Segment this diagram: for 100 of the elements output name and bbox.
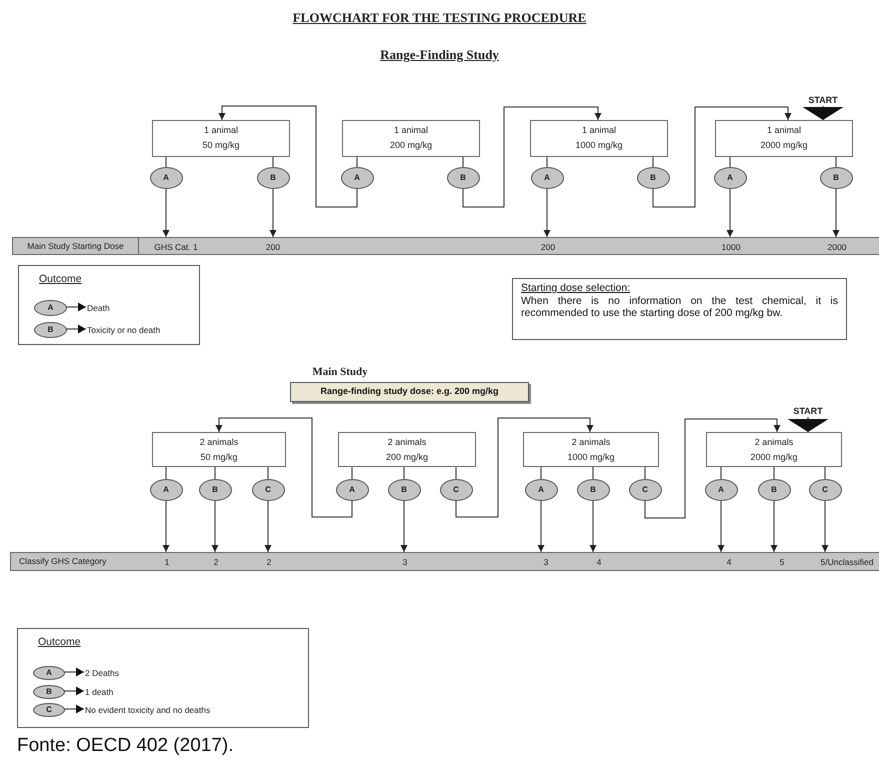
arrow bbox=[216, 418, 352, 518]
box-text: 2 animals bbox=[754, 437, 794, 448]
connector-line bbox=[214, 466, 216, 480]
arrow bbox=[64, 668, 84, 676]
outcome-text: No evident toxicity and no deaths bbox=[85, 703, 285, 717]
legend-box bbox=[18, 265, 200, 345]
outcome-oval: C bbox=[252, 479, 284, 501]
outcome-oval: B bbox=[34, 322, 67, 338]
outcome-oval: A bbox=[530, 167, 564, 189]
arrow bbox=[590, 500, 596, 552]
arrow bbox=[162, 500, 170, 552]
bar-value: 2 bbox=[257, 553, 281, 572]
section-heading: Main Study bbox=[311, 365, 369, 380]
arrow bbox=[64, 704, 84, 714]
box-text: 2000 mg/kg bbox=[760, 140, 808, 151]
outcome-oval: B bbox=[33, 685, 65, 699]
outcome-text: Death bbox=[87, 300, 187, 316]
outcome-oval: C bbox=[440, 479, 472, 501]
box-text: 2 animals bbox=[388, 437, 426, 448]
connector-line bbox=[592, 466, 594, 480]
bar-value: 4 bbox=[584, 553, 614, 572]
box-text: 200 mg/kg bbox=[386, 452, 428, 463]
outcome-oval: B bbox=[820, 167, 852, 189]
outcome-oval: C bbox=[808, 479, 842, 501]
process-box bbox=[342, 120, 480, 157]
bar-value: 200 bbox=[528, 238, 568, 256]
outcome-text: 1 death bbox=[85, 685, 285, 699]
process-box bbox=[706, 432, 842, 467]
process-box bbox=[152, 120, 290, 157]
connector-line bbox=[540, 466, 542, 480]
box-text: 1 animal bbox=[766, 125, 802, 136]
legend-box bbox=[17, 628, 309, 728]
bar-value: 2 bbox=[204, 553, 228, 572]
start-arrow bbox=[802, 106, 844, 120]
arrow bbox=[462, 106, 602, 208]
box-text: 50 mg/kg bbox=[202, 140, 240, 151]
outcome-text: 2 Deaths bbox=[85, 666, 285, 680]
arrow bbox=[66, 302, 86, 312]
process-box bbox=[338, 432, 476, 467]
arrow bbox=[66, 324, 86, 334]
note-heading: Starting dose selection: bbox=[521, 282, 632, 294]
arrow bbox=[544, 188, 550, 238]
connector-line bbox=[720, 466, 722, 480]
legend-heading: Outcome bbox=[38, 635, 81, 650]
note-box bbox=[512, 278, 847, 340]
outcome-oval: A bbox=[714, 167, 746, 189]
note-text: When there is no information on the test chemical, it is recommended to use the starting dose of 200 mg/kg bw. bbox=[521, 294, 838, 320]
outcome-oval: B bbox=[198, 479, 232, 501]
bar-value: 2000 bbox=[817, 238, 857, 256]
outcome-oval: A bbox=[524, 479, 558, 501]
connector-line bbox=[356, 156, 358, 168]
outcome-oval: B bbox=[758, 479, 790, 501]
process-box bbox=[715, 120, 853, 157]
outcome-oval: B bbox=[576, 479, 610, 501]
row-header: Classify GHS Category bbox=[18, 555, 108, 568]
dose-box: Range-finding study dose: e.g. 200 mg/kg bbox=[290, 382, 529, 402]
connector-line bbox=[272, 156, 274, 168]
arrow bbox=[822, 500, 828, 552]
connector-line bbox=[462, 156, 464, 168]
outcome-oval: A bbox=[340, 167, 374, 189]
outcome-oval: A bbox=[336, 479, 368, 501]
arrow bbox=[770, 500, 778, 552]
arrow bbox=[832, 188, 840, 238]
arrow bbox=[264, 500, 272, 552]
arrow bbox=[538, 500, 544, 552]
outcome-text: Toxicity or no death bbox=[87, 322, 197, 338]
box-text: 1 animal bbox=[204, 125, 238, 136]
start-label: START bbox=[787, 405, 829, 417]
connector-line bbox=[824, 466, 826, 480]
start-arrow bbox=[788, 416, 828, 432]
result-bar bbox=[12, 237, 879, 255]
box-text: 2 animals bbox=[200, 437, 238, 448]
arrow bbox=[718, 500, 724, 552]
start-label: START bbox=[802, 94, 844, 106]
outcome-oval: A bbox=[33, 666, 65, 680]
row-header: Main Study Starting Dose bbox=[13, 238, 139, 254]
outcome-oval: A bbox=[34, 300, 67, 316]
box-text: 1000 mg/kg bbox=[575, 140, 623, 151]
diagram-title: FLOWCHART FOR THE TESTING PROCEDURE bbox=[292, 9, 588, 27]
legend-heading: Outcome bbox=[39, 272, 82, 287]
process-box bbox=[523, 432, 659, 467]
arrow bbox=[270, 188, 276, 238]
box-text: 1 animal bbox=[394, 125, 428, 136]
bar-value: 5 bbox=[767, 553, 797, 572]
box-text: 2 animals bbox=[572, 437, 610, 448]
outcome-oval: B bbox=[446, 167, 480, 189]
process-box bbox=[530, 120, 668, 157]
outcome-oval: A bbox=[704, 479, 738, 501]
arrow bbox=[162, 188, 170, 238]
outcome-oval: B bbox=[388, 479, 420, 501]
arrow bbox=[64, 686, 84, 696]
bar-value: 4 bbox=[714, 553, 744, 572]
connector-line bbox=[546, 156, 548, 168]
box-text: 2000 mg/kg bbox=[750, 452, 798, 463]
outcome-oval: A bbox=[150, 479, 182, 501]
process-box bbox=[152, 432, 286, 467]
arrow bbox=[218, 106, 358, 208]
bar-value: GHS Cat. 1 bbox=[146, 238, 206, 256]
bar-value: 1 bbox=[155, 553, 179, 572]
bar-value: 200 bbox=[253, 238, 293, 256]
